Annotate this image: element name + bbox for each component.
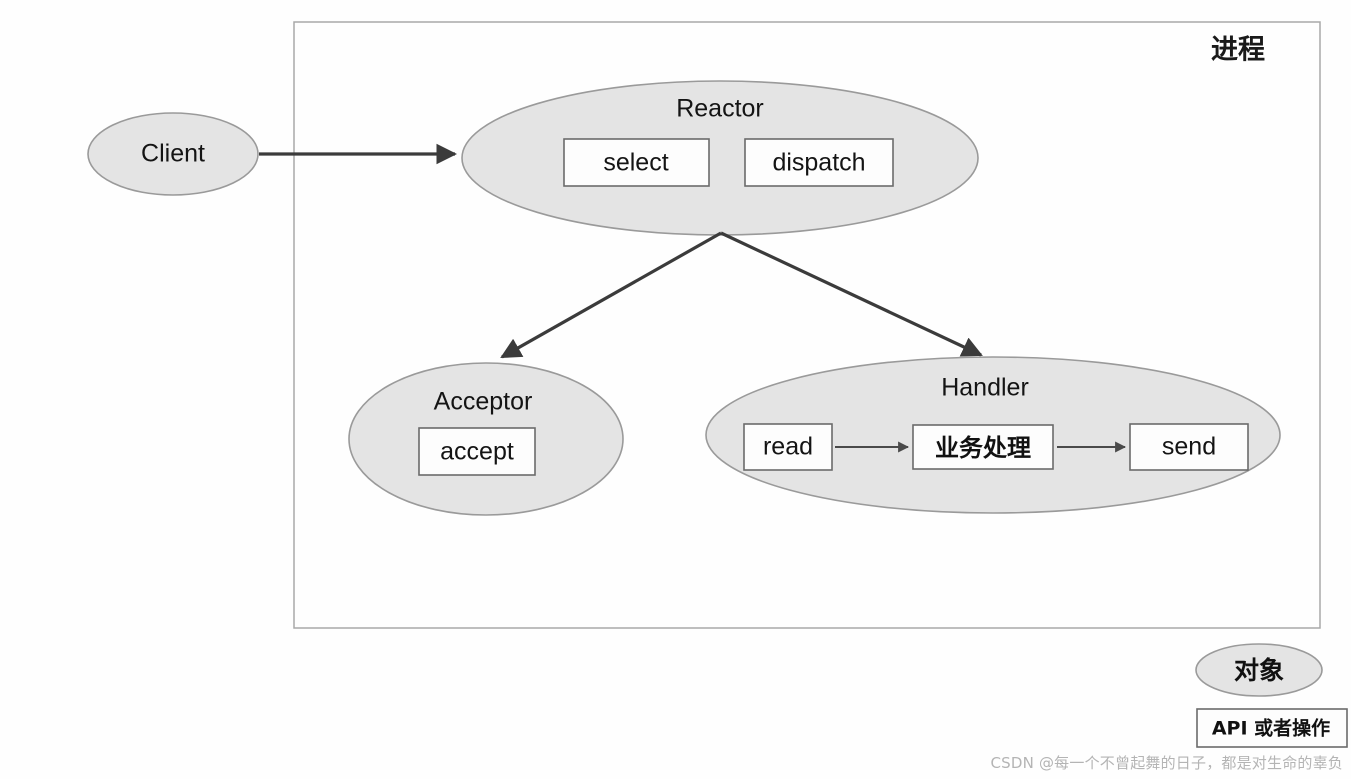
handler-label: Handler: [941, 374, 1029, 402]
legend-object-ellipse: [1195, 643, 1323, 697]
edge-reactor-to-handler: [720, 231, 983, 357]
csdn-watermark: CSDN @每一个不曾起舞的日子，都是对生命的辜负: [990, 754, 1343, 772]
legend-object-label: 对象: [1234, 656, 1284, 685]
operation-read[interactable]: read: [743, 423, 833, 471]
read-box: [743, 423, 833, 471]
node-client[interactable]: Client: [87, 112, 259, 196]
node-handler[interactable]: Handler read 业务处理 send: [705, 356, 1281, 514]
business-box: [912, 424, 1054, 470]
operation-business[interactable]: 业务处理: [912, 424, 1054, 470]
client-ellipse: [87, 112, 259, 196]
reactor-label: Reactor: [676, 95, 764, 123]
process-label: 进程: [1211, 35, 1265, 66]
legend-api-box: [1196, 708, 1348, 748]
operation-accept[interactable]: accept: [418, 427, 536, 476]
legend: 对象 API 或者操作: [1195, 643, 1348, 748]
operation-select[interactable]: select: [563, 138, 710, 187]
client-label: Client: [141, 140, 205, 168]
send-box: [1129, 423, 1249, 471]
node-reactor[interactable]: Reactor select dispatch: [461, 80, 979, 236]
business-label: 业务处理: [935, 434, 1031, 462]
operation-send[interactable]: send: [1129, 423, 1249, 471]
accept-label: accept: [440, 438, 514, 466]
select-box: [563, 138, 710, 187]
dispatch-label: dispatch: [772, 149, 865, 177]
legend-api-label: API 或者操作: [1212, 717, 1330, 740]
select-label: select: [603, 149, 668, 177]
node-acceptor[interactable]: Acceptor accept: [348, 362, 624, 516]
process-boundary-rect: [293, 21, 1321, 629]
edge-reactor-to-acceptor: [500, 231, 722, 359]
dispatch-box: [744, 138, 894, 187]
send-label: send: [1162, 433, 1216, 461]
acceptor-label: Acceptor: [434, 388, 533, 416]
accept-box: [418, 427, 536, 476]
read-label: read: [763, 433, 813, 461]
operation-dispatch[interactable]: dispatch: [744, 138, 894, 187]
